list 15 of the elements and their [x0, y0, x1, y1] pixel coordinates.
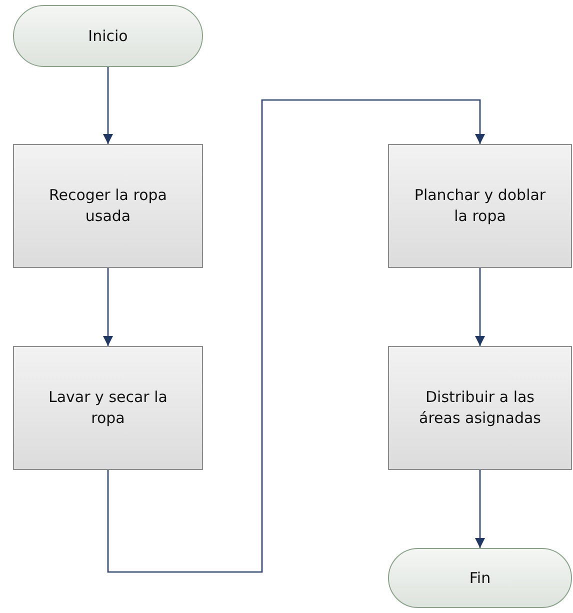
- node-label: Lavar y secar la ropa: [48, 387, 168, 429]
- arrow: [475, 470, 485, 548]
- process-box: [388, 346, 572, 470]
- node-label: Recoger la ropa usada: [48, 185, 168, 227]
- node-label: Planchar y doblar la ropa: [413, 185, 547, 227]
- node-label: Inicio: [88, 26, 128, 46]
- arrow: [103, 268, 113, 346]
- node-label: Distribuir a las áreas asignadas: [418, 387, 542, 429]
- arrow: [107, 99, 485, 573]
- process-box: [388, 144, 572, 268]
- process-box: [13, 346, 203, 470]
- node-label: Fin: [469, 568, 491, 588]
- process-box: [13, 144, 203, 268]
- arrow: [103, 67, 113, 144]
- arrow: [475, 268, 485, 346]
